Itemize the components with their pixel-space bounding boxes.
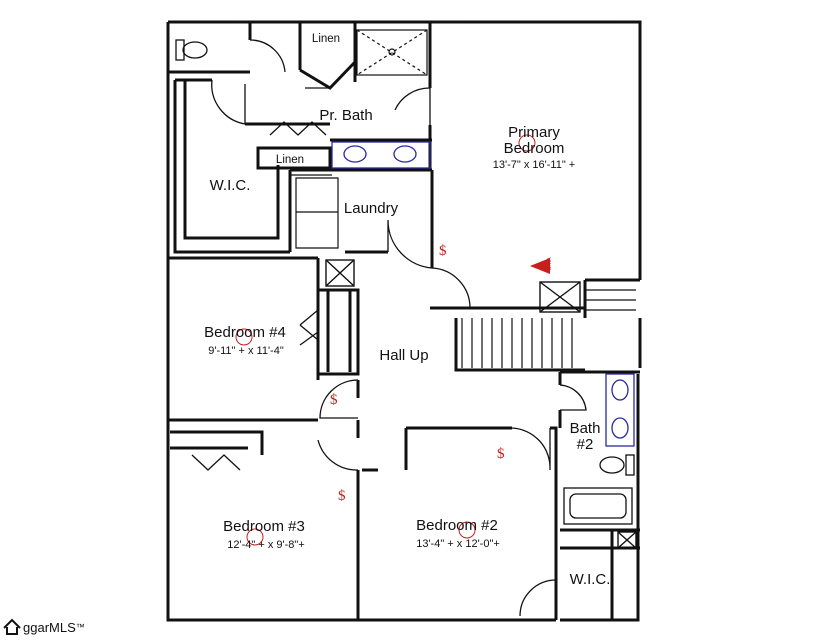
bedroom-3-dimensions: 12'-4" + x 9'-8"+ [227, 539, 304, 551]
shower-icon [356, 29, 428, 76]
bathtub-icon [563, 487, 633, 525]
primary-bedroom-label-2: Bedroom [504, 140, 565, 157]
walk-in-closet-label: W.I.C. [210, 177, 251, 194]
bedroom-2-dimensions: 13'-4" + x 12'-0"+ [416, 538, 500, 550]
bath-2-label: Bath [570, 420, 601, 437]
switch-icon: $ [330, 392, 338, 408]
hvac-box-icon [325, 259, 637, 549]
door-swings [191, 39, 587, 617]
bath-2-label-2: #2 [577, 436, 594, 453]
switch-icon: $ [497, 446, 505, 462]
switch-icon: $ [338, 488, 346, 504]
fixtures [175, 29, 637, 549]
mls-brand-text: ggarMLS [23, 619, 76, 635]
walk-in-closet-label-2: W.I.C. [570, 571, 611, 588]
bedroom-2-label: Bedroom #2 [416, 517, 498, 534]
laundry-label: Laundry [344, 200, 399, 217]
switch-symbols: $ $ $ $ DATA [330, 243, 553, 504]
switch-icon: $ [439, 243, 447, 259]
data-outlet-label: DATA [547, 257, 553, 270]
house-logo-icon [3, 618, 21, 635]
linen-closet-label: Linen [312, 33, 340, 45]
room-labels: Linen Pr. Bath Linen Primary Bedroom 13'… [204, 33, 610, 588]
hall-up-label: Hall Up [379, 347, 428, 364]
bath2-vanity-icon [605, 373, 635, 447]
primary-bath-label: Pr. Bath [319, 107, 372, 124]
ceiling-light-icon [235, 134, 536, 546]
toilet-icon [175, 39, 208, 61]
interior-lines [200, 21, 636, 368]
bath2-toilet-icon [599, 454, 635, 476]
mls-trademark: ™ [75, 622, 85, 632]
bedroom-4-label: Bedroom #4 [204, 324, 286, 341]
primary-bedroom-label: Primary [508, 124, 560, 141]
bedroom-4-dimensions: 9'-11" + x 11'-4" [208, 345, 284, 357]
linen-closet-label-2: Linen [276, 154, 304, 166]
primary-bedroom-dimensions: 13'-7" x 16'-11" + [493, 159, 575, 171]
double-vanity-icon [331, 141, 431, 169]
bedroom-3-label: Bedroom #3 [223, 518, 305, 535]
data-outlet-icon [530, 258, 550, 274]
